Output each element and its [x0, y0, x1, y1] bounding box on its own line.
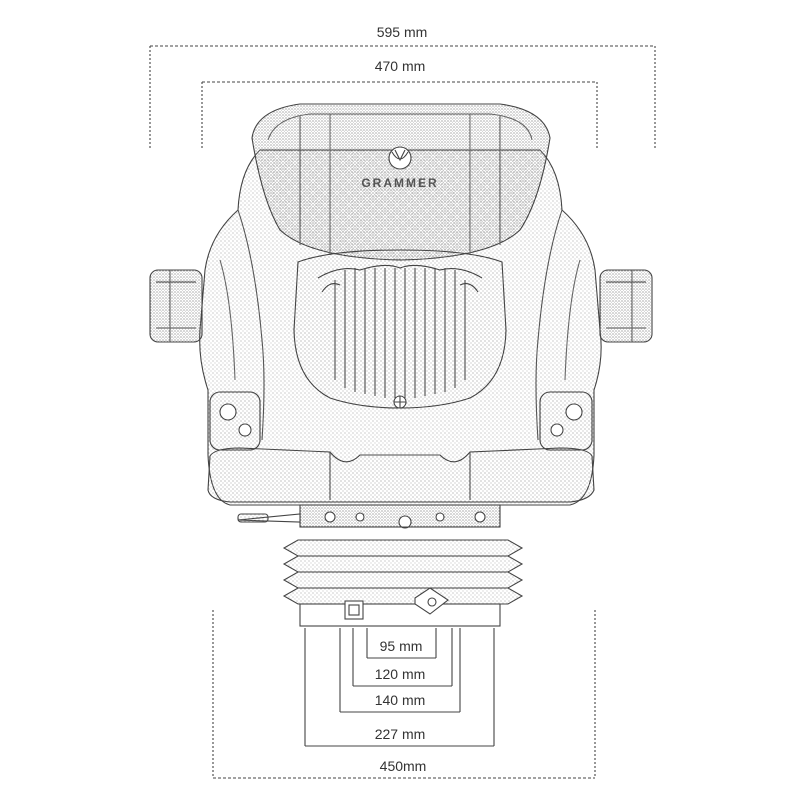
dim-label-120: 120 mm — [371, 666, 429, 682]
side-adjuster-right — [539, 391, 593, 451]
dim-label-140: 140 mm — [371, 692, 429, 708]
side-adjuster-left — [209, 391, 261, 451]
dim-line-227 — [304, 628, 495, 747]
dim-line-140 — [339, 628, 461, 713]
dim-line-95 — [366, 628, 437, 659]
armrest-right — [599, 269, 653, 343]
armrest-left — [149, 269, 203, 343]
dim-label-450: 450mm — [376, 758, 430, 774]
dim-line-overall — [149, 45, 656, 148]
seat-mechanism — [237, 504, 501, 529]
suspension-bellows — [282, 539, 524, 605]
dim-line-450 — [212, 610, 596, 779]
brand-logo-icon — [388, 146, 412, 170]
suspension-base — [299, 587, 501, 627]
seat-cushion — [207, 447, 595, 503]
dim-label-backrest: 470 mm — [371, 58, 429, 74]
brand-name: GRAMMER — [361, 176, 439, 190]
dim-label-overall: 595 mm — [373, 24, 431, 40]
backrest-headrest — [251, 103, 551, 261]
dim-label-95: 95 mm — [376, 638, 426, 654]
dim-line-120 — [352, 628, 453, 687]
dim-line-backrest — [201, 81, 598, 148]
dim-label-227: 227 mm — [371, 726, 429, 742]
lumbar-panel — [293, 249, 507, 409]
